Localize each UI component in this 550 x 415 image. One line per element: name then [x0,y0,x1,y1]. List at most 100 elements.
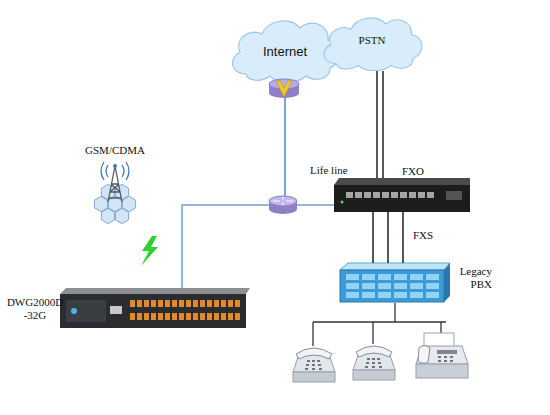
cell-tower-shape [78,160,152,220]
wireless-bolt [141,236,158,266]
gateway-device-shape-part [165,313,170,320]
gateway-device-shape-part [151,300,156,307]
fax-symbol-part [450,360,453,362]
extension-bus [313,303,446,346]
fxo-fxs-gateway-shape-part [418,192,425,198]
gateway-device-shape-part [158,300,163,307]
fax-symbol-part [437,350,457,354]
gateway-device-shape-part [179,313,184,320]
fxo-fxs-gateway: Life line [334,178,470,212]
router-icon-part [269,88,299,98]
gateway-device-shape-part [172,300,177,307]
fxo-fxs-gateway-shape-part [334,178,470,185]
node-label: Life line [310,164,370,177]
pbx-box-shape-part [362,292,375,298]
cell-tower-shape-part [108,166,122,202]
gateway-device-shape-part [214,313,219,320]
gateway-device-shape-part [235,300,240,307]
router-icon-part [269,196,297,206]
fax-symbol-part [416,346,468,364]
gateway-device-shape-part [193,300,198,307]
fax-symbol-part [438,356,441,358]
gateway-device-shape-part [221,300,226,307]
gateway-device-shape-part [110,306,122,314]
gateway-device-shape-part [144,300,149,307]
gateway-device-shape-part [60,288,250,294]
pbx-box-shape-part [444,263,450,302]
fax-symbol-part [418,346,430,364]
port-label: FXS [413,229,433,242]
fxo-fxs-gateway-shape-part [382,192,389,198]
pbx-box-shape-part [362,274,375,280]
gateway-device-shape-part [71,308,77,314]
gateway-device: DWG2000D -32G [60,288,250,330]
gateway-device-shape-part [130,300,135,307]
fxo-fxs-gateway-shape-part [346,192,353,198]
gateway-device-shape-part [228,313,233,320]
pbx-box: Legacy PBX [340,263,450,303]
phone-symbol [353,346,395,380]
gateway-device-shape-part [200,300,205,307]
node-label: Legacy PBX [452,265,492,291]
pbx-box-shape-part [340,263,450,270]
cell-tower-shape-part [101,208,114,223]
fax-symbol-part [438,360,441,362]
fxo-fxs-gateway-shape-part [391,192,398,198]
fxo-trunk [377,71,383,178]
port-label: FXO [402,165,424,178]
gateway-device-shape-part [60,294,246,328]
pbx-box-shape-part [426,274,439,280]
gateway-device-shape-part [144,313,149,320]
gateway-device-shape-part [130,313,135,320]
gateway-device-shape-part [235,313,240,320]
fxo-fxs-gateway-shape-part [400,192,407,198]
pbx-box-shape-part [378,292,391,298]
fax-symbol-part [424,333,454,347]
gateway-device-shape-part [66,300,106,322]
gateway-device-shape-part [151,313,156,320]
gateway-device-shape-part [214,300,219,307]
gateway-device-shape-part [186,300,191,307]
pbx-box-shape-part [346,274,359,280]
gateway-device-shape-part [193,313,198,320]
pstn-cloud: PSTN [318,12,426,74]
gateway-device-shape-part [207,313,212,320]
node-label: DWG2000D -32G [4,296,66,322]
pbx-box-shape-part [378,283,391,289]
gateway-device-shape-part [228,300,233,307]
network-link [182,82,285,288]
fxs-lines [373,212,403,263]
router-icon-part [269,201,297,209]
fxo-fxs-gateway-shape-part [334,185,470,212]
pbx-box-shape-part [410,274,423,280]
gateway-device-shape-part [158,313,163,320]
pbx-box-shape-part [394,274,407,280]
fxo-fxs-gateway-shape-part [341,201,344,204]
pbx-box-shape-part [394,283,407,289]
pbx-box-shape-part [378,274,391,280]
router-icon-part [269,79,299,89]
node-label: GSM/CDMA [78,144,152,157]
router-icon [269,196,297,214]
router-icon [269,79,299,98]
fax-symbol-part [444,356,447,358]
gateway-device-shape-part [179,300,184,307]
pbx-box-shape-part [346,292,359,298]
pbx-box-shape-part [426,292,439,298]
gateway-device-shape-part [186,313,191,320]
fax-symbol-part [416,364,468,378]
fax-symbol [416,333,468,378]
gateway-device-shape-part [200,313,205,320]
pbx-box-shape-part [410,292,423,298]
fxo-fxs-gateway-shape-part [355,192,362,198]
cell-tower: GSM/CDMA [78,160,152,220]
fxo-fxs-gateway-shape-part [364,192,371,198]
fxo-fxs-gateway-shape-part [427,192,434,198]
fax-symbol-part [444,360,447,362]
pbx-box-shape-part [346,283,359,289]
fxo-fxs-gateway-shape-part [373,192,380,198]
gateway-device-shape-part [137,300,142,307]
gateway-device-shape-part [137,313,142,320]
gateway-device-shape-part [207,300,212,307]
